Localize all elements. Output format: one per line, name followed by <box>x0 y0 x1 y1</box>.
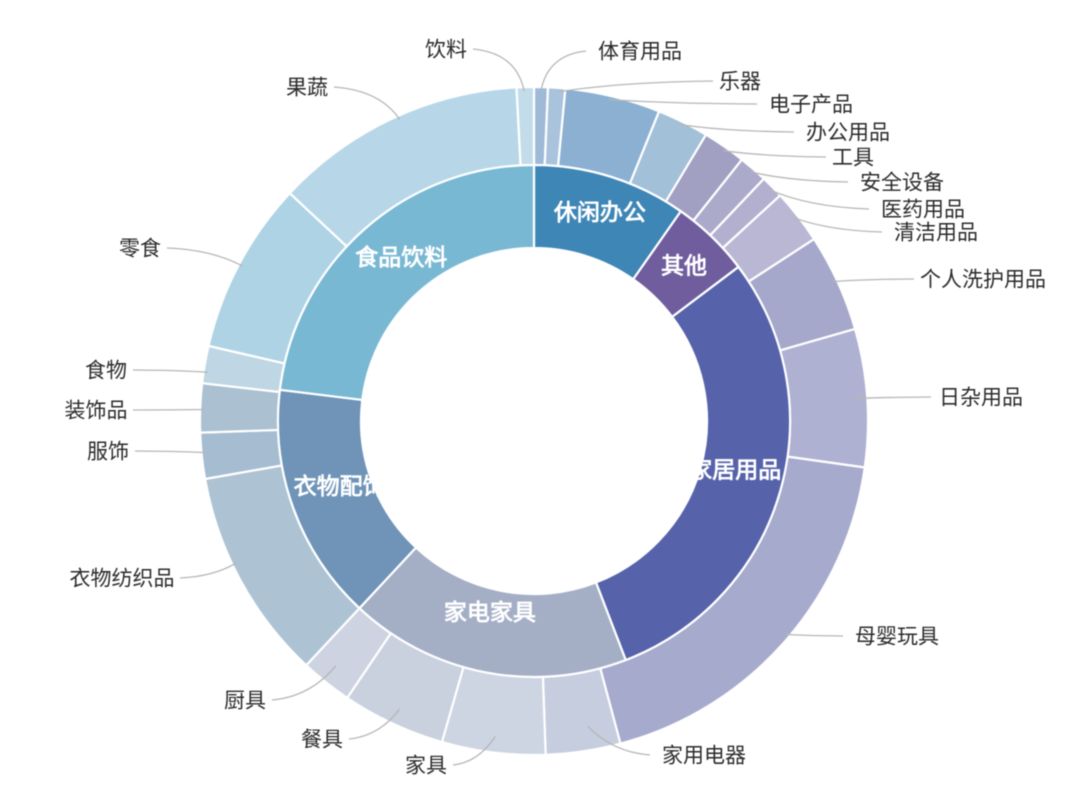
inner-ring-segment <box>594 265 792 662</box>
inner-ring-segment <box>278 163 536 402</box>
leader-line <box>853 396 932 400</box>
ring-segment-label: 其他 <box>661 254 707 280</box>
category-label: 工具 <box>832 146 874 170</box>
leader-line <box>452 736 496 766</box>
category-label: 饮料 <box>425 38 467 62</box>
leader-line <box>540 50 587 92</box>
leader-line <box>132 408 205 411</box>
ring-segment-label: 休闲办公 <box>553 200 646 226</box>
category-label: 电子产品 <box>769 93 853 117</box>
leader-line <box>558 80 714 93</box>
leader-line <box>608 98 758 105</box>
category-label: 零食 <box>119 237 161 261</box>
category-label: 乐器 <box>719 70 761 94</box>
leader-line <box>785 633 844 637</box>
leader-line <box>769 189 870 210</box>
leader-line <box>134 450 206 454</box>
ring-segment-label: 食品饮料 <box>355 244 447 271</box>
ring-segment-label: 家居用品 <box>689 456 781 483</box>
leader-line <box>166 247 243 267</box>
leader-line <box>750 171 849 183</box>
category-label: 食物 <box>85 359 127 383</box>
category-label: 衣物纺织品 <box>70 567 175 591</box>
outer-ring-segment <box>515 85 536 167</box>
leader-line <box>333 86 401 120</box>
category-label: 装饰品 <box>65 399 128 423</box>
category-label: 果蔬 <box>286 76 328 100</box>
category-label: 日杂用品 <box>939 386 1023 410</box>
leader-line <box>723 150 827 158</box>
category-label: 家用电器 <box>662 744 746 768</box>
ring-segment-label: 衣物配饰 <box>294 473 386 500</box>
category-label: 厨具 <box>224 689 266 713</box>
category-label: 母婴玩具 <box>855 625 939 649</box>
category-label: 服饰 <box>87 440 129 464</box>
category-label: 清洁用品 <box>894 221 978 245</box>
category-label: 体育用品 <box>598 40 682 64</box>
leader-line <box>472 48 525 92</box>
category-label: 个人洗护用品 <box>920 268 1046 292</box>
leader-line <box>179 562 237 579</box>
leader-line <box>678 123 795 133</box>
leader-line <box>348 708 401 740</box>
category-label: 医药用品 <box>881 198 965 222</box>
category-label: 办公用品 <box>806 121 890 145</box>
category-label: 安全设备 <box>860 171 944 195</box>
leader-line <box>132 369 208 373</box>
leader-line <box>587 725 651 756</box>
leader-line <box>833 278 915 283</box>
ring-segment-label: 家电家具 <box>444 599 536 626</box>
category-label: 餐具 <box>301 728 343 752</box>
leader-line <box>271 665 337 701</box>
leader-line <box>793 217 883 233</box>
category-label: 家具 <box>405 754 447 778</box>
